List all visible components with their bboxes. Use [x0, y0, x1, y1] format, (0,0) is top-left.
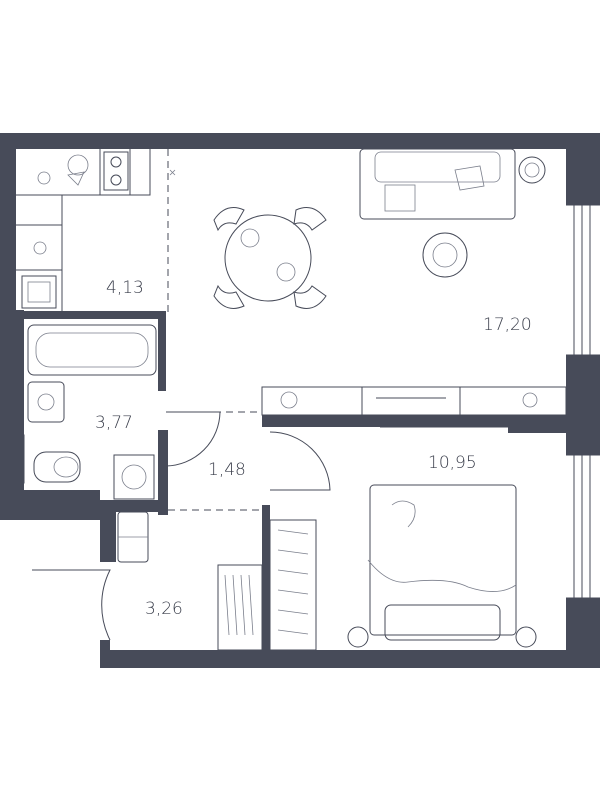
windows — [566, 204, 600, 599]
wall-bedroom-left — [262, 505, 270, 655]
kitchen-counter — [16, 149, 151, 196]
area-label-kitchen: 4,13 — [106, 278, 144, 298]
plate-icon — [276, 262, 296, 282]
decor-icon — [522, 392, 538, 408]
dining-table — [224, 214, 312, 302]
pot-icon — [67, 171, 85, 186]
bed-pillow — [384, 604, 501, 641]
bathroom-furniture — [17, 324, 157, 500]
wall-top — [0, 133, 600, 149]
dining-set — [213, 207, 327, 309]
coffee-table — [422, 232, 468, 278]
wall-kitchen-bath — [16, 311, 166, 319]
decor-icon — [280, 391, 298, 409]
bed — [369, 484, 517, 636]
area-label-entrance: 3,26 — [145, 599, 183, 619]
doors — [32, 411, 331, 641]
plant-icon — [169, 169, 176, 176]
wall-bottom-left-stub — [100, 640, 110, 668]
window-living — [566, 205, 600, 355]
sink — [21, 275, 57, 309]
plate-icon — [240, 228, 260, 248]
wall-bottom — [100, 650, 600, 668]
bedroom-furniture — [269, 426, 537, 651]
wall-living-bedroom — [262, 415, 512, 427]
walls — [0, 133, 600, 668]
wall-living-bedroom-right — [508, 415, 566, 433]
bathroom-door — [165, 411, 221, 467]
sink-basin — [27, 281, 51, 303]
book-icon — [384, 184, 416, 212]
chair-icon — [293, 207, 327, 231]
tv-stand — [261, 386, 567, 416]
bedroom-door — [269, 431, 331, 491]
pillow-icon — [454, 165, 485, 191]
sofa-cushion — [374, 151, 501, 183]
toilet — [33, 451, 81, 483]
window-bedroom — [566, 455, 600, 598]
pet-icon — [391, 500, 416, 528]
nightstand-lamp-icon — [515, 626, 537, 648]
wardrobe-bedroom — [269, 519, 317, 651]
area-label-living: 17,20 — [483, 315, 532, 335]
nightstand-lamp-icon — [347, 626, 369, 648]
wall-bath-bottom — [100, 500, 166, 512]
kettle-icon — [67, 154, 89, 176]
wardrobe-entrance — [217, 564, 263, 651]
area-labels: 4,13 17,20 3,77 1,48 10,95 3,26 — [95, 278, 532, 619]
chair-icon — [213, 284, 245, 309]
vase-icon — [432, 242, 458, 268]
living-furniture — [261, 148, 567, 416]
area-label-hall: 1,48 — [208, 460, 246, 480]
washing-machine — [113, 454, 155, 500]
kitchen-furniture — [16, 149, 176, 311]
sofa — [359, 148, 516, 220]
bottle-icon — [33, 241, 47, 255]
area-label-bathroom: 3,77 — [95, 413, 133, 433]
burner-icon — [110, 156, 122, 168]
wall-bath-right-bottom — [158, 430, 168, 515]
washbasin — [27, 381, 65, 423]
wall-left-step — [0, 490, 100, 520]
bathtub-inner — [35, 332, 149, 368]
wall-bath-right-top — [158, 311, 166, 391]
lamp-icon — [518, 156, 546, 184]
wall-right-mid — [566, 355, 600, 455]
burner-icon — [110, 174, 122, 186]
area-label-bedroom: 10,95 — [428, 453, 477, 473]
cup-icon — [37, 171, 51, 185]
wall-left-bath — [0, 310, 24, 500]
chair-icon — [213, 207, 245, 232]
wall-right-top — [566, 133, 600, 205]
chair-icon — [293, 285, 327, 309]
blanket — [367, 559, 517, 592]
entrance-door — [32, 569, 111, 641]
entrance-furniture — [117, 511, 263, 651]
bathtub — [27, 324, 157, 376]
wall-entrance-left — [100, 500, 116, 562]
stove — [103, 151, 129, 191]
